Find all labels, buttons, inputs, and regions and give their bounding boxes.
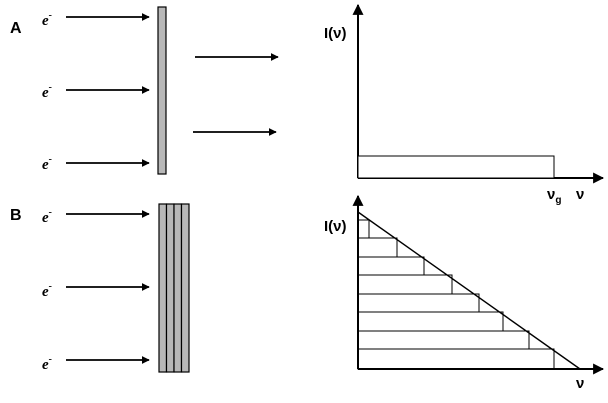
spectrum-envelope <box>357 211 581 370</box>
x-axis-label: ν <box>576 375 584 392</box>
panel-a: A e- e- e- I(ν) <box>10 3 605 206</box>
layer-contribution-bar <box>357 256 425 276</box>
panel-b-label: B <box>10 207 22 224</box>
panel-a-label: A <box>10 20 22 37</box>
cutoff-subscript: g <box>555 195 561 206</box>
flat-spectrum <box>357 155 555 179</box>
electron-symbol: e <box>42 13 49 29</box>
svg-text:e-: e- <box>42 82 52 101</box>
electron-symbol: e <box>42 85 49 101</box>
electron-charge: - <box>49 10 52 21</box>
thick-foil <box>158 203 190 373</box>
layer-contribution-bar <box>357 348 555 370</box>
electron-charge: - <box>49 207 52 218</box>
electron-symbol: e <box>42 210 49 226</box>
layer-contributions <box>357 219 555 370</box>
electron-charge: - <box>49 82 52 93</box>
thin-foil <box>157 6 167 175</box>
electron-symbol: e <box>42 157 49 173</box>
electron-label: e- <box>42 207 52 226</box>
electron-symbol: e <box>42 284 49 300</box>
electron-label: e- <box>42 281 52 300</box>
y-axis-label: I(ν) <box>324 25 347 42</box>
y-axis-label: I(ν) <box>324 218 347 235</box>
svg-text:e-: e- <box>42 154 52 173</box>
svg-text:e-: e- <box>42 354 52 373</box>
electron-charge: - <box>49 354 52 365</box>
panel-b: B e- e- e- I <box>10 194 605 392</box>
electron-label: e- <box>42 82 52 101</box>
cutoff-frequency-label: νg <box>547 186 561 206</box>
foil-layer <box>158 203 168 373</box>
x-axis-label: ν <box>576 186 584 203</box>
foil-layer <box>173 203 183 373</box>
svg-text:e-: e- <box>42 207 52 226</box>
electron-label: e- <box>42 10 52 29</box>
cutoff-nu: ν <box>547 186 555 203</box>
svg-text:e-: e- <box>42 281 52 300</box>
electron-symbol: e <box>42 357 49 373</box>
foil-layer <box>165 203 175 373</box>
electron-charge: - <box>49 281 52 292</box>
electron-label: e- <box>42 354 52 373</box>
foil-layer <box>180 203 190 373</box>
layer-contribution-bar <box>357 274 453 295</box>
electron-charge: - <box>49 154 52 165</box>
layer-contribution-bar <box>357 237 398 258</box>
svg-text:e-: e- <box>42 10 52 29</box>
layer-contribution-bar <box>357 293 480 313</box>
layer-contribution-bar <box>357 219 370 239</box>
layer-contribution-bar <box>357 330 530 350</box>
layer-contribution-bar <box>357 311 504 332</box>
electron-label: e- <box>42 154 52 173</box>
